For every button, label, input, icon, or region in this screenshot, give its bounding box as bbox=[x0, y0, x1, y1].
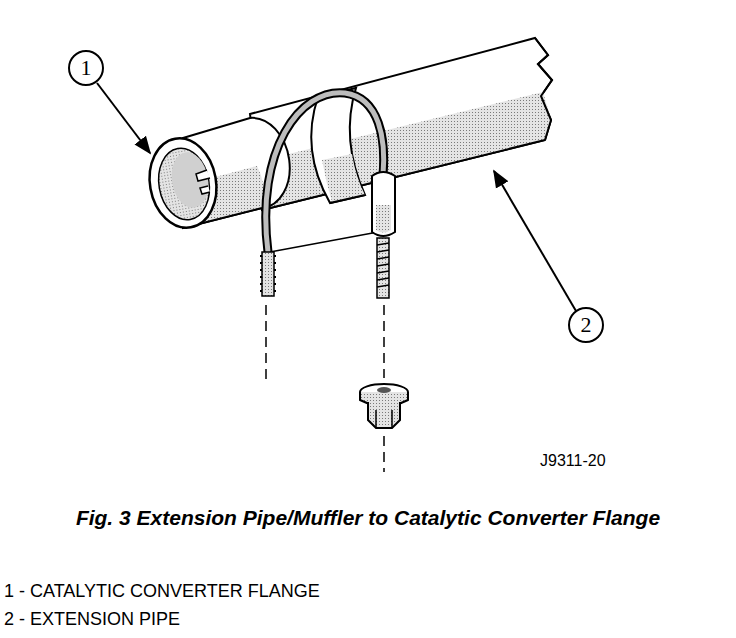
flange-nut bbox=[360, 384, 408, 428]
leader-line bbox=[97, 83, 150, 153]
figure-caption: Fig. 3 Extension Pipe/Muffler to Catalyt… bbox=[58, 503, 678, 533]
callout-circle: 2 bbox=[568, 307, 604, 343]
callout-number: 1 bbox=[81, 57, 92, 79]
legend-line: 1 - CATALYTIC CONVERTER FLANGE bbox=[4, 581, 320, 602]
legend-line: 2 - EXTENSION PIPE bbox=[4, 609, 180, 630]
callout-number: 2 bbox=[581, 314, 592, 336]
callout-circle: 1 bbox=[68, 50, 104, 86]
leader-line bbox=[494, 171, 576, 311]
clamp-band bbox=[311, 88, 365, 203]
figure-code: J9311-20 bbox=[540, 452, 606, 470]
